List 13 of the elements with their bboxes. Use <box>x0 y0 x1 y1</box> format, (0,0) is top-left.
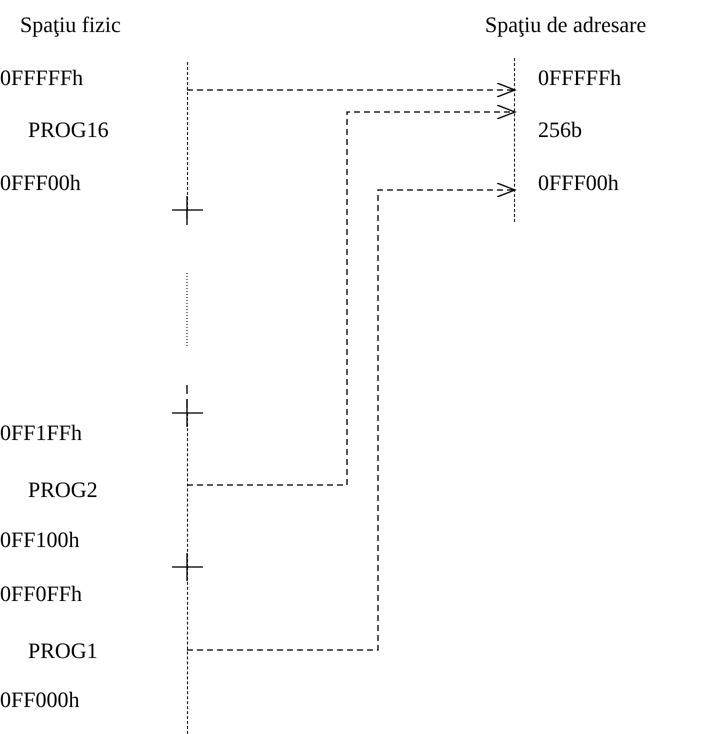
arrow <box>187 104 516 486</box>
address-label: 0FFFFFh <box>538 65 622 91</box>
address-label: 0FFFFFh <box>0 65 84 91</box>
column-heading: Spaţiu fizic <box>20 12 121 38</box>
arrow <box>187 182 516 651</box>
column-heading: Spaţiu de adresare <box>485 12 646 38</box>
address-label: 0FF100h <box>0 527 80 553</box>
address-label: 0FFF00h <box>0 170 81 196</box>
arrow <box>187 82 516 98</box>
address-label: 0FFF00h <box>538 170 619 196</box>
address-label: 0FF000h <box>0 687 80 713</box>
address-label: 0FF1FFh <box>0 420 82 446</box>
address-label: 0FF0FFh <box>0 581 82 607</box>
